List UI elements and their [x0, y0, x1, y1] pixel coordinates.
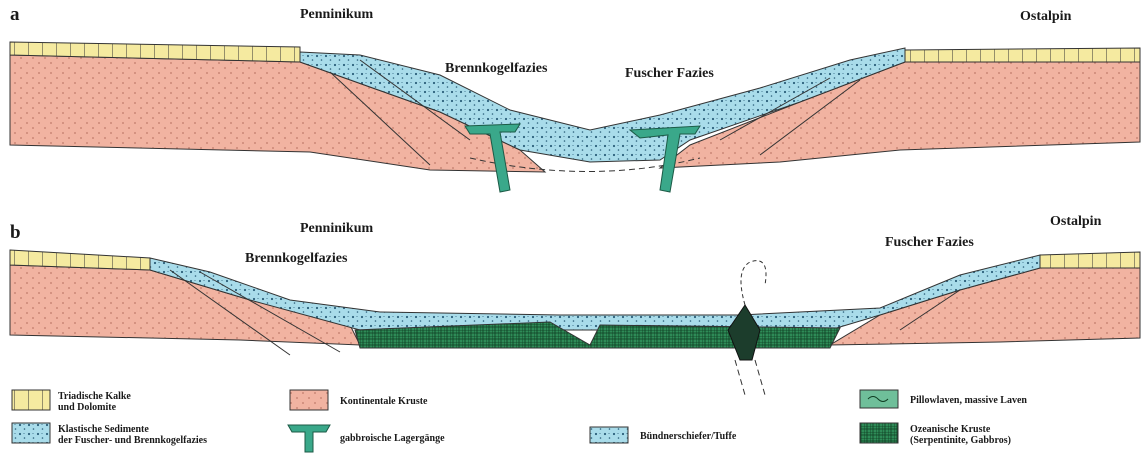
panel-b-triassic-right [1040, 252, 1140, 268]
svg-text:Kontinentale Kruste: Kontinentale Kruste [340, 396, 428, 407]
panel-b-ostalpin-label: Ostalpin [1050, 214, 1102, 229]
panel-b-brennkogel-label: Brennkogelfazies [245, 251, 348, 266]
legend-item-oceanic: Ozeanische Kruste (Serpentinite, Gabbros… [860, 423, 1011, 446]
panel-b-fuscher-label: Fuscher Fazies [885, 235, 974, 250]
legend-item-triassic: Triadische Kalke und Dolomite [12, 390, 131, 413]
legend-item-clastic: Klastische Sedimente der Fuscher- und Br… [12, 423, 207, 446]
legend-item-gabbro-sill: gabbroische Lagergänge [288, 425, 445, 452]
svg-text:Triadische Kalke: Triadische Kalke [58, 391, 131, 402]
panel-a: a Penninikum Ostalpin Brennkogelfazies F… [10, 4, 1140, 192]
panel-a-triassic-right [905, 48, 1140, 62]
panel-b-penninikum-label: Penninikum [300, 221, 373, 236]
svg-text:Pillowlaven, massive Laven: Pillowlaven, massive Laven [910, 395, 1027, 406]
panel-a-fuscher-label: Fuscher Fazies [625, 66, 714, 81]
svg-text:gabbroische Lagergänge: gabbroische Lagergänge [340, 433, 445, 444]
svg-text:der Fuscher- und Brennkogelfaz: der Fuscher- und Brennkogelfazies [58, 435, 207, 446]
panel-b-volcano [728, 305, 760, 360]
svg-text:Ozeanische Kruste: Ozeanische Kruste [910, 424, 991, 435]
panel-b: b Penninikum Ostalpin Brennkogelfazies F… [10, 214, 1140, 395]
svg-text:und Dolomite: und Dolomite [58, 402, 117, 413]
panel-a-brennkogel-label: Brennkogelfazies [445, 61, 548, 76]
legend-item-continental: Kontinentale Kruste [290, 390, 428, 410]
panel-a-letter: a [10, 4, 20, 25]
panel-b-letter: b [10, 222, 21, 243]
legend: Triadische Kalke und Dolomite Klastische… [12, 390, 1027, 452]
panel-a-penninikum-label: Penninikum [300, 7, 373, 22]
legend-item-buendner: Bündnerschiefer/Tuffe [590, 427, 737, 443]
svg-text:Bündnerschiefer/Tuffe: Bündnerschiefer/Tuffe [640, 431, 737, 442]
legend-item-pillow: Pillowlaven, massive Laven [860, 390, 1027, 408]
svg-text:(Serpentinite, Gabbros): (Serpentinite, Gabbros) [910, 435, 1011, 446]
svg-text:Klastische Sedimente: Klastische Sedimente [58, 424, 149, 435]
panel-a-ostalpin-label: Ostalpin [1020, 9, 1072, 24]
